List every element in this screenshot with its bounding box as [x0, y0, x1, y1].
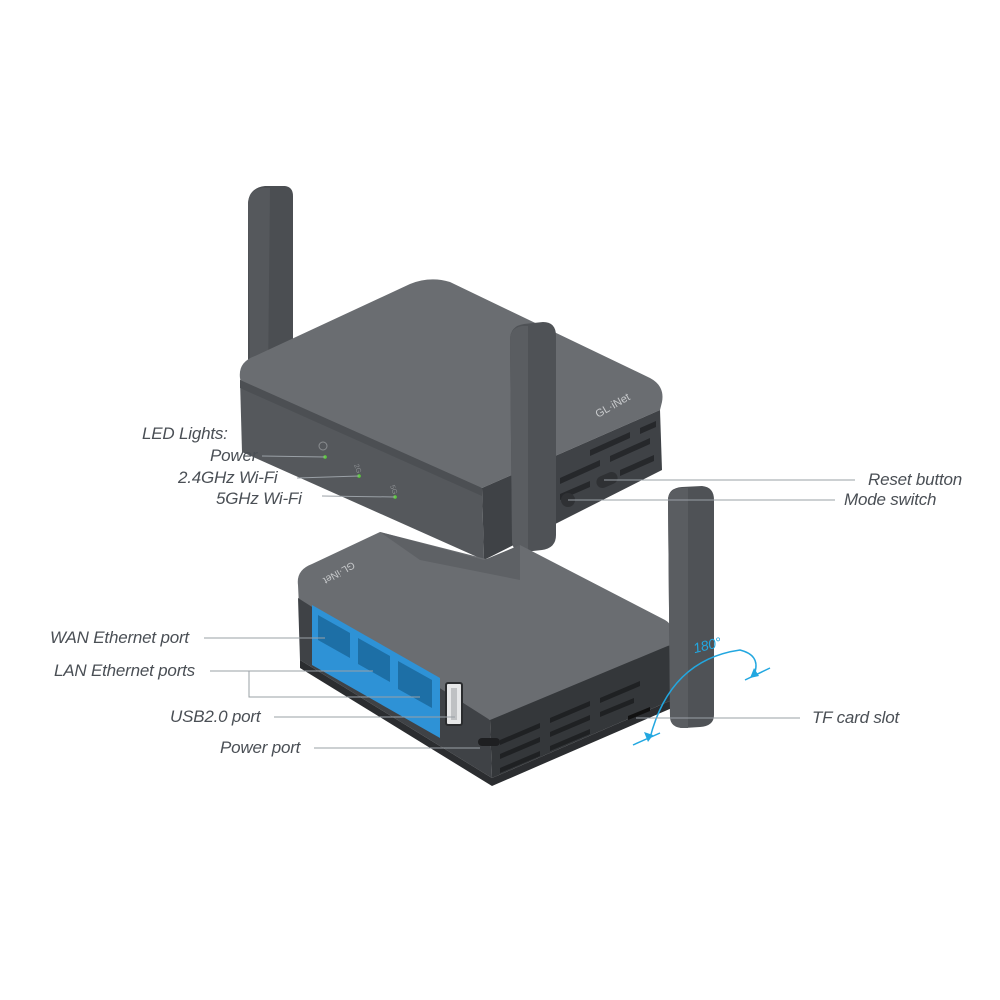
usb-c-power-port [478, 738, 500, 746]
label-power-led: Power [210, 446, 258, 465]
svg-text:5G: 5G [388, 484, 398, 495]
svg-text:2G: 2G [352, 463, 362, 474]
front-antenna-top-unit [510, 322, 556, 552]
label-usb-port: USB2.0 port [170, 707, 261, 726]
usb-port [445, 682, 463, 726]
label-wan-port: WAN Ethernet port [50, 628, 189, 647]
label-5ghz-led: 5GHz Wi-Fi [216, 489, 302, 508]
label-lan-ports: LAN Ethernet ports [54, 661, 195, 680]
label-power-port: Power port [220, 738, 301, 757]
ethernet-ports [312, 605, 440, 738]
label-reset-button: Reset button [868, 470, 962, 489]
antenna-bottom-unit [668, 486, 714, 728]
rear-antenna-top-unit [248, 186, 293, 380]
led-lights-heading: LED Lights: [142, 424, 228, 443]
label-mode-switch: Mode switch [844, 490, 937, 509]
callout-lines [204, 455, 855, 749]
top-router-body: GL·iNet [239, 279, 663, 560]
label-tf-card-slot: TF card slot [812, 708, 900, 727]
label-24ghz-led: 2.4GHz Wi-Fi [178, 468, 278, 487]
